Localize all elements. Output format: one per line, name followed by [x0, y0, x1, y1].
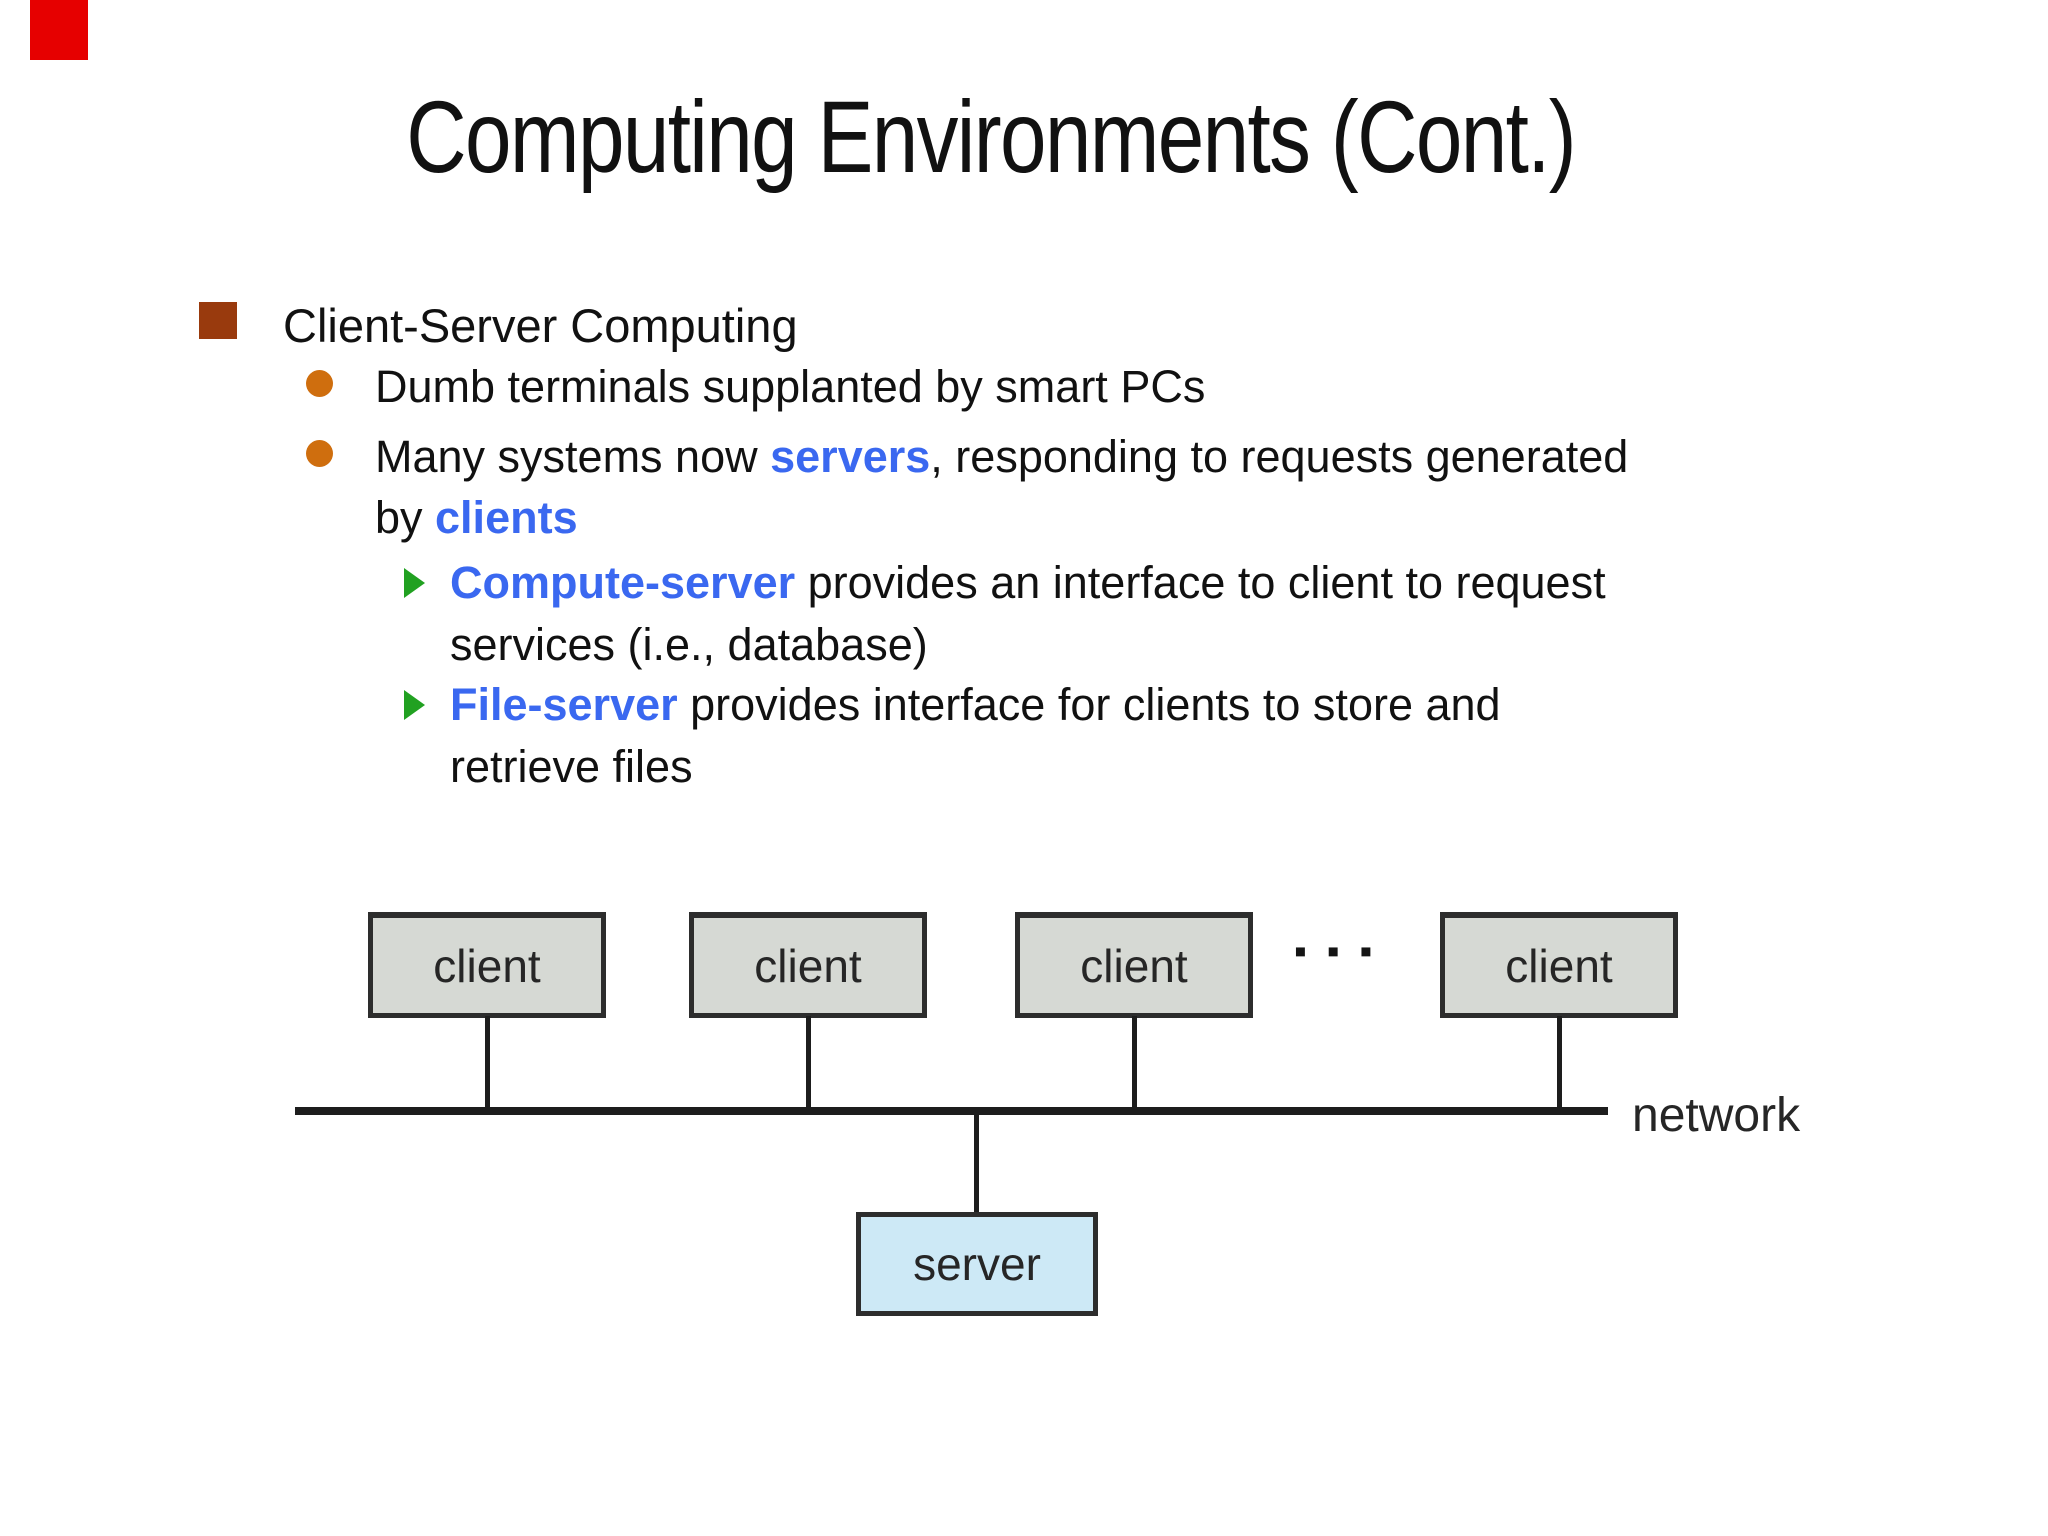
arrow-bullet-icon [404, 568, 425, 598]
title-bar: Computing Environments (Cont.) [0, 86, 2048, 188]
keyword-compute-server: Compute-server [450, 557, 796, 608]
bullet-text: retrieve files [450, 741, 693, 792]
bullet-file-server: File-server provides interface for clien… [450, 674, 1501, 798]
client3-connector-line [1132, 1016, 1137, 1111]
keyword-file-server: File-server [450, 679, 678, 730]
client-box-2: client [689, 912, 927, 1018]
network-bus-line [295, 1107, 1608, 1115]
client2-connector-line [806, 1016, 811, 1111]
server-connector-line [974, 1113, 979, 1212]
bullet-many-systems: Many systems now servers, responding to … [375, 426, 1628, 548]
bullet-compute-server: Compute-server provides an interface to … [450, 552, 1606, 676]
keyword-servers: servers [770, 431, 931, 482]
bullet-text: provides interface for clients to store … [677, 679, 1501, 730]
arrow-bullet-icon [404, 690, 425, 720]
square-bullet-icon [199, 302, 237, 339]
bullet-text: services (i.e., database) [450, 619, 928, 670]
bullet-text: provides an interface to client to reque… [795, 557, 1606, 608]
client4-connector-line [1557, 1016, 1562, 1111]
network-label: network [1632, 1089, 1801, 1142]
bullet-dumb-terminals: Dumb terminals supplanted by smart PCs [375, 361, 1206, 412]
client-box-4: client [1440, 912, 1678, 1018]
page-title: Computing Environments (Cont.) [406, 80, 1577, 194]
bullet-text: by [375, 492, 436, 543]
heading-client-server: Client-Server Computing [283, 299, 798, 352]
bullet-text: Many systems now [375, 431, 771, 482]
server-box: server [856, 1212, 1098, 1316]
circle-bullet-icon [306, 370, 333, 397]
ellipsis-dots: ▪▪▪ [1294, 930, 1393, 971]
bullet-text: , responding to requests generated [930, 431, 1629, 482]
client-box-1: client [368, 912, 606, 1018]
circle-bullet-icon [306, 440, 333, 467]
keyword-clients: clients [435, 492, 578, 543]
client1-connector-line [485, 1016, 490, 1111]
client-box-3: client [1015, 912, 1253, 1018]
accent-red-square [30, 0, 88, 60]
